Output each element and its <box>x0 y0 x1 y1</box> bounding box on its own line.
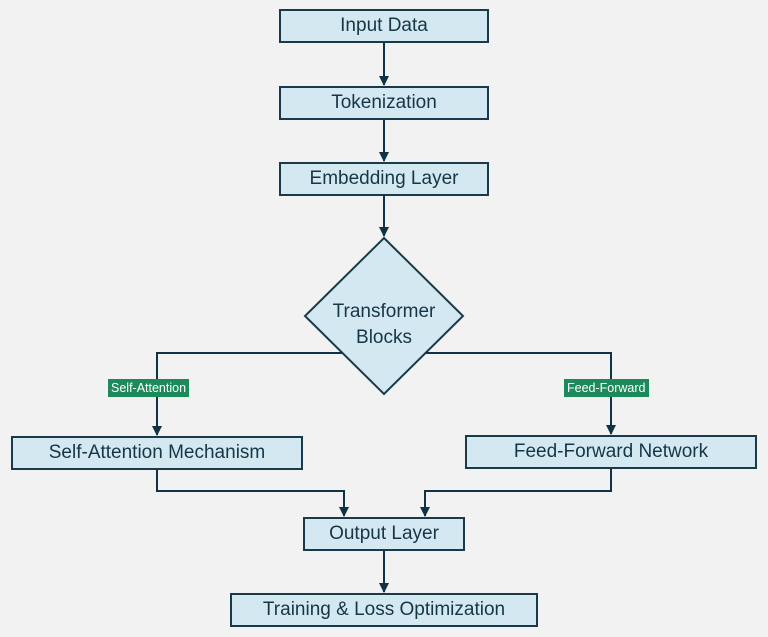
node-output-layer[interactable]: Output Layer <box>303 517 465 551</box>
node-feed-forward-network[interactable]: Feed-Forward Network <box>465 435 757 469</box>
node-training-loss-optimization[interactable]: Training & Loss Optimization <box>230 593 538 627</box>
edge-transformer-to-self-attention <box>152 352 343 436</box>
node-tokenization[interactable]: Tokenization <box>279 86 489 120</box>
transformer-blocks-line-1: Transformer <box>332 301 436 322</box>
edge-feed-forward-to-output <box>420 469 612 517</box>
edge-label-self-attention: Self-Attention <box>108 379 190 397</box>
node-input-data[interactable]: Input Data <box>279 9 489 43</box>
transformer-blocks-line-2: Blocks <box>356 327 412 348</box>
node-self-attention-mechanism[interactable]: Self-Attention Mechanism <box>11 436 303 470</box>
transformer-blocks-label: Transformer Blocks <box>305 299 463 351</box>
edge-transformer-to-feed-forward <box>425 352 616 435</box>
transformer-blocks-diamond[interactable] <box>303 236 465 396</box>
node-embedding-layer[interactable]: Embedding Layer <box>279 162 489 196</box>
edge-label-feed-forward: Feed-Forward <box>564 379 649 397</box>
edge-self-attention-to-output <box>156 470 349 517</box>
